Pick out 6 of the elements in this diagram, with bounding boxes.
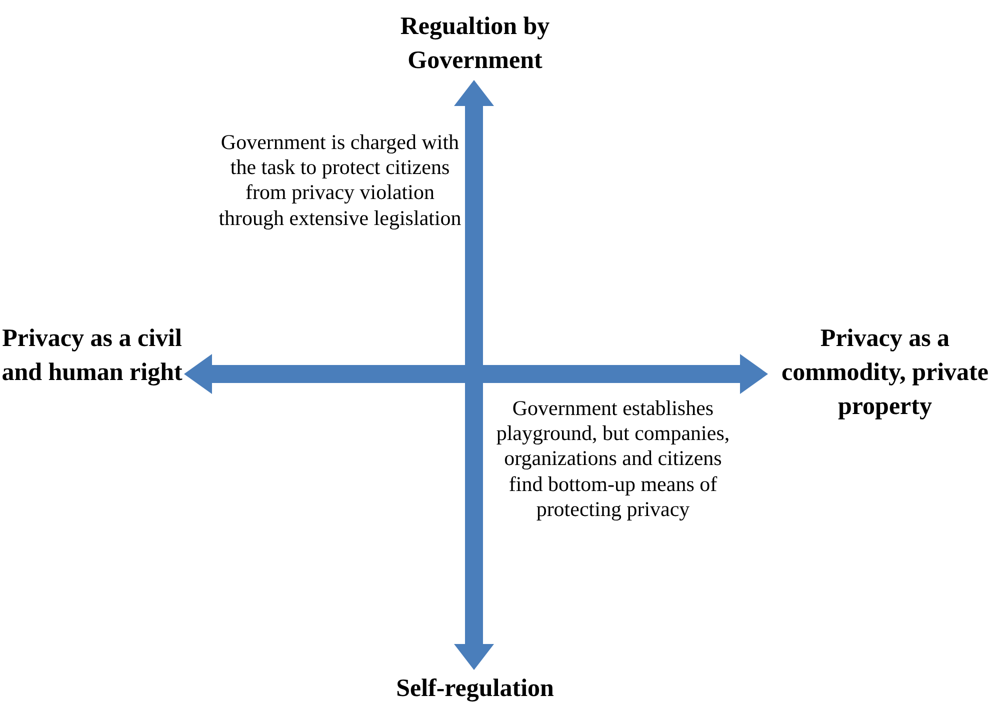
quadrant-text: Government establishes playground, but companies, organizations and citizens find bottom-up means of protecting privacy [495, 396, 731, 522]
quadrant-text: Government is charged with the task to protect citizens from privacy violation through extensive legislation [218, 130, 462, 231]
axis-label: Regualtion by Government [399, 12, 551, 76]
axis-label: Privacy as a civil and human right [0, 324, 184, 388]
axis-label: Privacy as a commodity, private property [780, 324, 990, 422]
axis-label: Self-regulation [395, 674, 555, 702]
